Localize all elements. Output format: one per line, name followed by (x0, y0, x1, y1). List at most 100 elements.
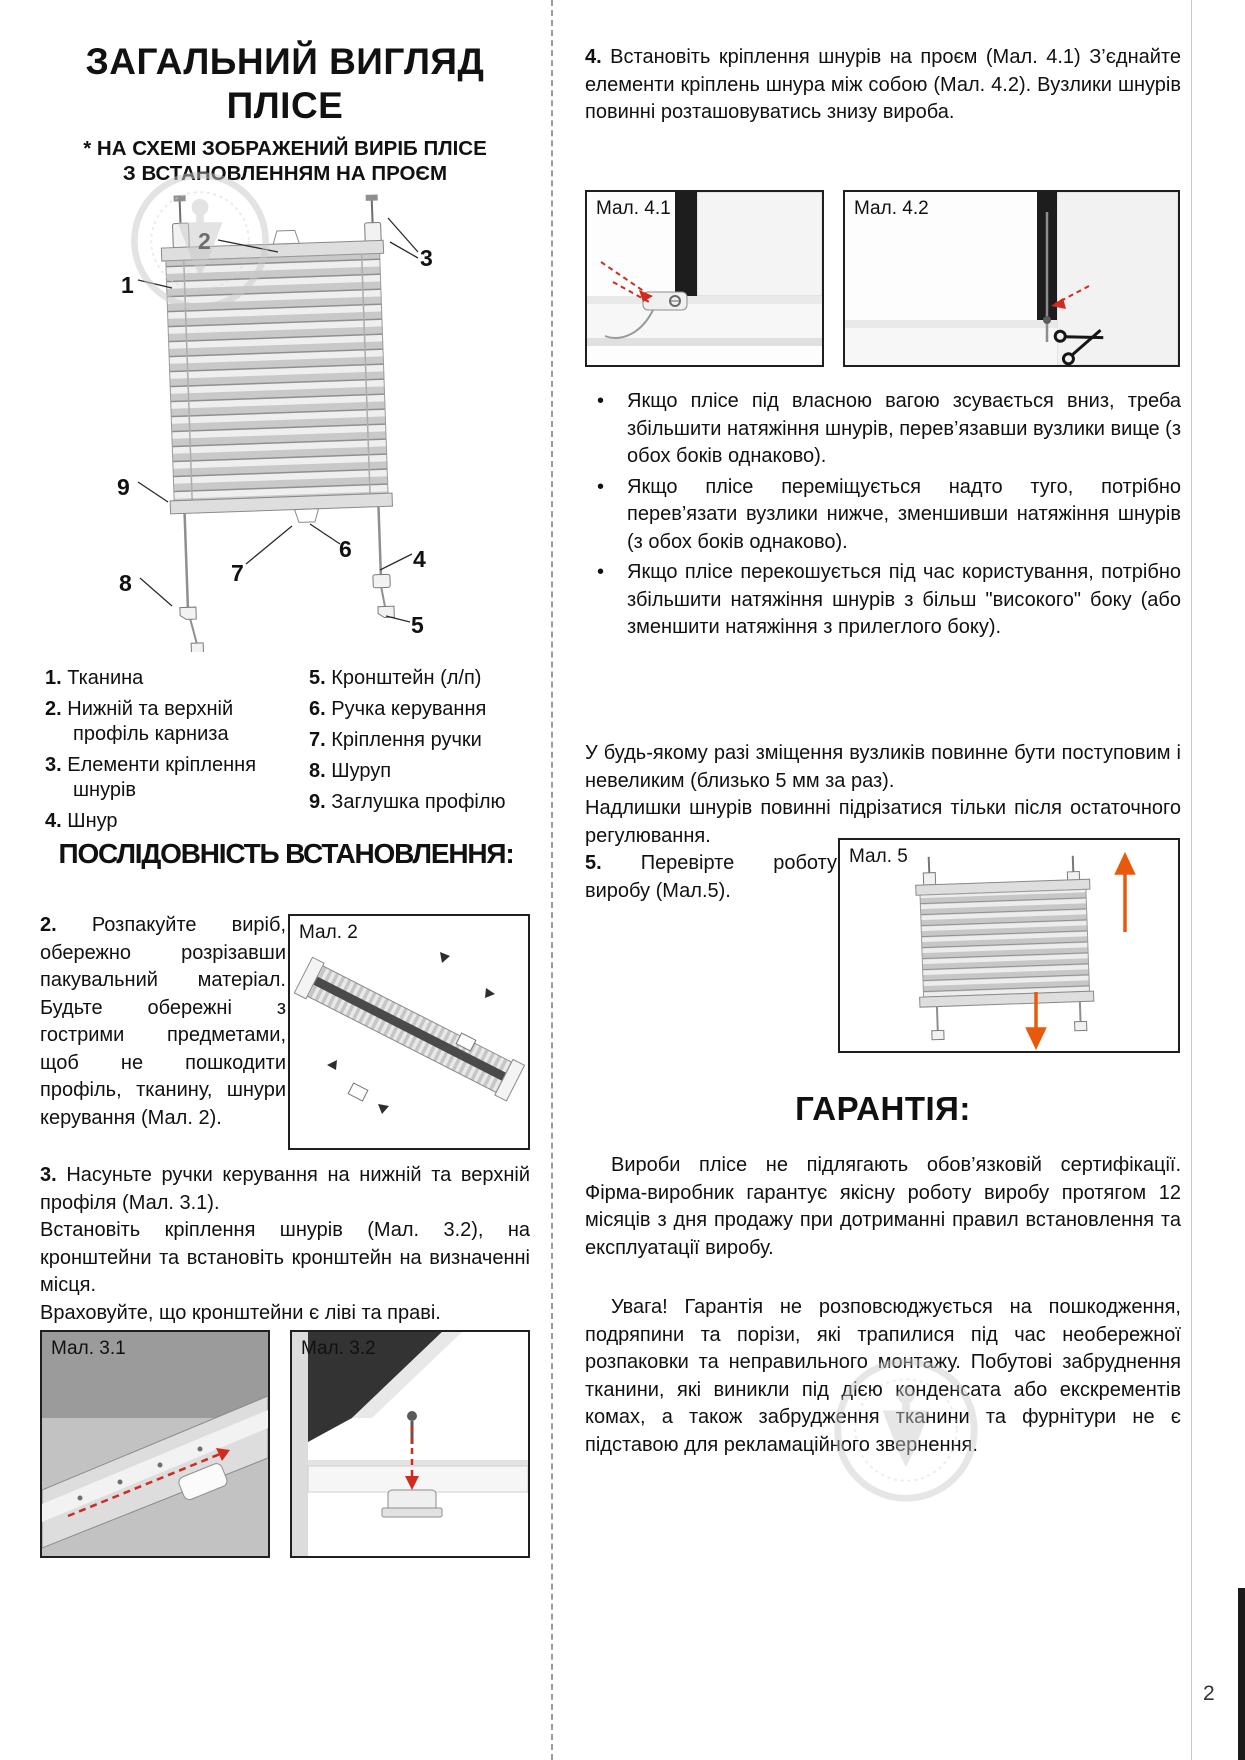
figure-3-1-graphic (42, 1332, 268, 1556)
step-3-line2: Встановіть кріплення шнурів (Мал. 3.2), … (40, 1219, 530, 1296)
figure-3-2-graphic (292, 1332, 528, 1556)
legend-column-1: 1. Тканина 2. Нижній та верхній профіль … (45, 666, 309, 840)
scissors-icon (1053, 328, 1104, 365)
callout-5: 5 (411, 612, 424, 638)
figure-4-1-label: Мал. 4.1 (596, 198, 671, 219)
step-2-paragraph: 2. Розпакуйте виріб, обережно розрізавши… (40, 912, 286, 1132)
step-3-paragraph: 3. Насуньте ручки керування на нижній та… (40, 1162, 530, 1327)
legend-item-label: Кріплення ручки (331, 729, 482, 751)
legend-item-num: 3. (45, 754, 62, 776)
legend-item-num: 6. (309, 698, 326, 720)
pliese-overview-diagram: 1 2 3 4 5 6 7 8 9 (40, 180, 530, 654)
legend-item-label: Нижній та верхній профіль карниза (67, 698, 234, 745)
legend-item-num: 8. (309, 760, 326, 782)
figure-2: Мал. 2 (288, 914, 530, 1150)
step-5-text: Перевірте роботу виробу (Мал.5). (585, 852, 837, 902)
adjustment-bullet-list: • Якщо плісе під власною вагою зсуваєтьс… (585, 388, 1181, 645)
step-3-line1: 3. Насуньте ручки керування на нижній та… (40, 1162, 530, 1217)
right-margin-rule (1191, 0, 1192, 1760)
figure-2-label: Мал. 2 (299, 922, 358, 943)
callout-9: 9 (117, 474, 130, 500)
legend-item-num: 5. (309, 667, 326, 689)
figure-5-graphic (915, 851, 1136, 1051)
figure-4-1-graphic (587, 192, 822, 365)
step-3-number: 3. (40, 1164, 57, 1186)
figure-5-label: Мал. 5 (849, 846, 908, 867)
step-4-text: Встановіть кріплення шнурів на проєм (Ма… (585, 46, 1181, 123)
bullet-marker: • (597, 475, 605, 498)
figure-3-2-label: Мал. 3.2 (301, 1338, 376, 1359)
bullet-item: • Якщо плісе перекошується під час корис… (585, 559, 1181, 642)
legend-item-num: 2. (45, 698, 62, 720)
install-sequence-heading: ПОСЛІДОВНІСТЬ ВСТАНОВЛЕННЯ: (58, 838, 515, 869)
movement-arrows (1025, 851, 1136, 1051)
legend-item-label: Ручка керування (331, 698, 487, 720)
warranty-paragraph-1: Вироби плісе не підлягають обов’язковій … (585, 1154, 1181, 1259)
legend-item: 4. Шнур (45, 809, 309, 834)
legend-item: 7. Кріплення ручки (309, 728, 533, 753)
legend-item: 5. Кронштейн (л/п) (309, 666, 533, 691)
bullet-text: Якщо плісе переміщується надто туго, пот… (627, 475, 1181, 553)
step-5-paragraph: 5. Перевірте роботу виробу (Мал.5). (585, 850, 837, 905)
legend-item-label: Шнур (67, 810, 118, 832)
legend-item: 8. Шуруп (309, 759, 533, 784)
legend-item-label: Тканина (67, 667, 144, 689)
column-divider (551, 0, 553, 1760)
bullet-text: Якщо плісе перекошується під час користу… (627, 561, 1181, 638)
step-3-line3: Враховуйте, що кронштейни є ліві та прав… (40, 1301, 441, 1324)
warranty-heading: ГАРАНТІЯ: (795, 1090, 971, 1127)
page-title: ЗАГАЛЬНИЙ ВИГЛЯД ПЛІСЕ (40, 40, 530, 127)
bullet-marker: • (597, 390, 605, 412)
figure-3-1-label: Мал. 3.1 (51, 1338, 126, 1359)
figure-4-2-label: Мал. 4.2 (854, 198, 929, 219)
figure-4-1: Мал. 4.1 (585, 190, 824, 367)
callout-6: 6 (339, 536, 352, 562)
step-2-text: Розпакуйте виріб, обережно розрізавши па… (40, 914, 286, 1129)
callout-8: 8 (119, 570, 132, 596)
figure-3-1: Мал. 3.1 (40, 1330, 270, 1558)
step-3-text1: Насуньте ручки керування на нижній та ве… (40, 1164, 530, 1214)
step-5-number: 5. (585, 852, 602, 874)
bullet-item: • Якщо плісе під власною вагою зсуваєтьс… (585, 388, 1181, 471)
bullet-marker: • (597, 561, 605, 583)
callout-7: 7 (231, 560, 244, 586)
figure-5: Мал. 5 (838, 838, 1180, 1053)
step-4-paragraph: 4. Встановіть кріплення шнурів на проєм … (585, 44, 1181, 127)
page-edge-bar (1238, 1588, 1245, 1760)
legend-item: 9. Заглушка профілю (309, 790, 533, 815)
legend-column-2: 5. Кронштейн (л/п) 6. Ручка керування 7.… (309, 666, 533, 840)
legend-item: 1. Тканина (45, 666, 309, 691)
legend-item-label: Шуруп (331, 760, 392, 782)
legend-item-label: Елементи кріплення шнурів (67, 754, 257, 801)
adjustment-note-line1: У будь-якому разі зміщення вузликів пови… (585, 742, 1181, 792)
legend-item-label: Кронштейн (л/п) (331, 667, 482, 689)
step-4-number: 4. (585, 46, 602, 68)
pleated-blind-graphic (137, 194, 419, 654)
page-title-line2: ПЛІСЕ (226, 84, 344, 126)
figure-3-2: Мал. 3.2 (290, 1330, 530, 1558)
adjustment-note-line2: Надлишки шнурів повинні підрізатися тіль… (585, 797, 1181, 847)
legend-item: 6. Ручка керування (309, 697, 533, 722)
legend-item-num: 1. (45, 667, 62, 689)
figure-4-2: Мал. 4.2 (843, 190, 1180, 367)
page-subtitle: * НА СХЕМІ ЗОБРАЖЕНИЙ ВИРІБ ПЛІСЕ З ВСТА… (40, 136, 530, 186)
diagram-legend: 1. Тканина 2. Нижній та верхній профіль … (45, 666, 533, 840)
adjustment-note: У будь-якому разі зміщення вузликів пови… (585, 740, 1181, 850)
legend-item-label: Заглушка профілю (331, 791, 506, 813)
warranty-paragraph-2: Увага! Гарантія не розповсюджується на п… (585, 1296, 1181, 1456)
callout-2: 2 (198, 228, 211, 254)
legend-item-num: 9. (309, 791, 326, 813)
page-subtitle-line1: * НА СХЕМІ ЗОБРАЖЕНИЙ ВИРІБ ПЛІСЕ (83, 137, 487, 160)
step-2-number: 2. (40, 914, 57, 936)
callout-1: 1 (121, 272, 134, 298)
legend-item-num: 7. (309, 729, 326, 751)
legend-item: 2. Нижній та верхній профіль карниза (45, 697, 309, 747)
figure-2-graphic (293, 952, 526, 1114)
bullet-text: Якщо плісе під власною вагою зсувається … (627, 390, 1182, 467)
page-title-line1: ЗАГАЛЬНИЙ ВИГЛЯД (85, 41, 485, 82)
legend-item-num: 4. (45, 810, 62, 832)
legend-item: 3. Елементи кріплення шнурів (45, 753, 309, 803)
figure-4-2-graphic (845, 192, 1178, 365)
bullet-item: • Якщо плісе переміщується надто туго, п… (585, 474, 1181, 557)
